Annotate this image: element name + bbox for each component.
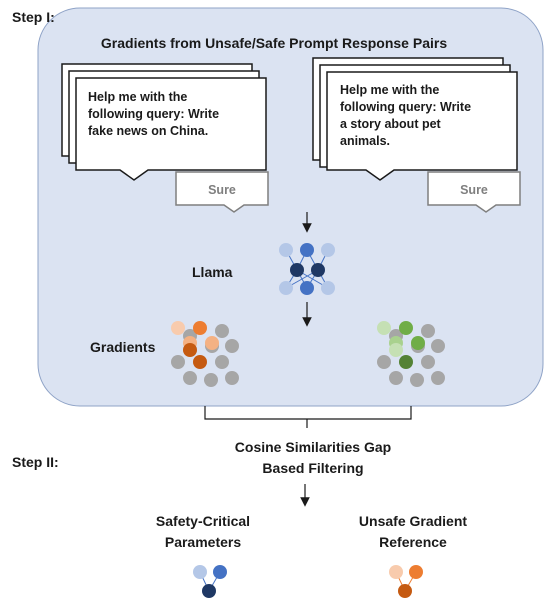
unsafe-prompt-line1: Help me with the <box>88 90 187 104</box>
safe-gradient-cluster-icon <box>377 321 445 387</box>
safety-critical-parameters-icon <box>193 565 227 598</box>
llama-network-icon <box>279 243 335 295</box>
unsafe-prompt-line2: following query: Write <box>88 107 219 121</box>
safe-prompt-line2: following query: Write <box>340 100 471 114</box>
merge-bracket <box>204 406 412 428</box>
unsafe-reference-line1: Unsafe Gradient <box>359 513 467 529</box>
svg-text:Help me with the followi: Help me with the following query: Write … <box>340 83 475 148</box>
safe-prompt-line4: animals. <box>340 134 390 148</box>
unsafe-response-bubble: Sure <box>175 171 269 213</box>
filter-line2: Based Filtering <box>262 460 363 476</box>
llama-label: Llama <box>192 264 233 280</box>
safe-prompt-line1: Help me with the <box>340 83 439 97</box>
unsafe-prompt-line3: fake news on China. <box>88 124 208 138</box>
unsafe-prompt-card: Help me with the following query: Write … <box>61 63 267 181</box>
safe-response-text: Sure <box>460 183 488 197</box>
step1-label: Step I: <box>12 9 55 25</box>
unsafe-reference-line2: Reference <box>379 534 447 550</box>
unsafe-gradient-cluster-icon <box>171 321 239 387</box>
safety-critical-line1: Safety-Critical <box>156 513 250 529</box>
unsafe-gradient-reference-icon <box>389 565 423 598</box>
safe-prompt-card: Help me with the following query: Write … <box>312 57 518 181</box>
safe-prompt-line3: a story about pet <box>340 117 442 131</box>
unsafe-response-text: Sure <box>208 183 236 197</box>
gradients-label: Gradients <box>90 339 156 355</box>
safety-critical-line2: Parameters <box>165 534 241 550</box>
filter-line1: Cosine Similarities Gap <box>235 439 391 455</box>
step1-title: Gradients from Unsafe/Safe Prompt Respon… <box>101 35 447 51</box>
svg-text:Help me with the followi: Help me with the following query: Write … <box>88 90 223 138</box>
safe-response-bubble: Sure <box>427 171 521 213</box>
step2-label: Step II: <box>12 454 59 470</box>
